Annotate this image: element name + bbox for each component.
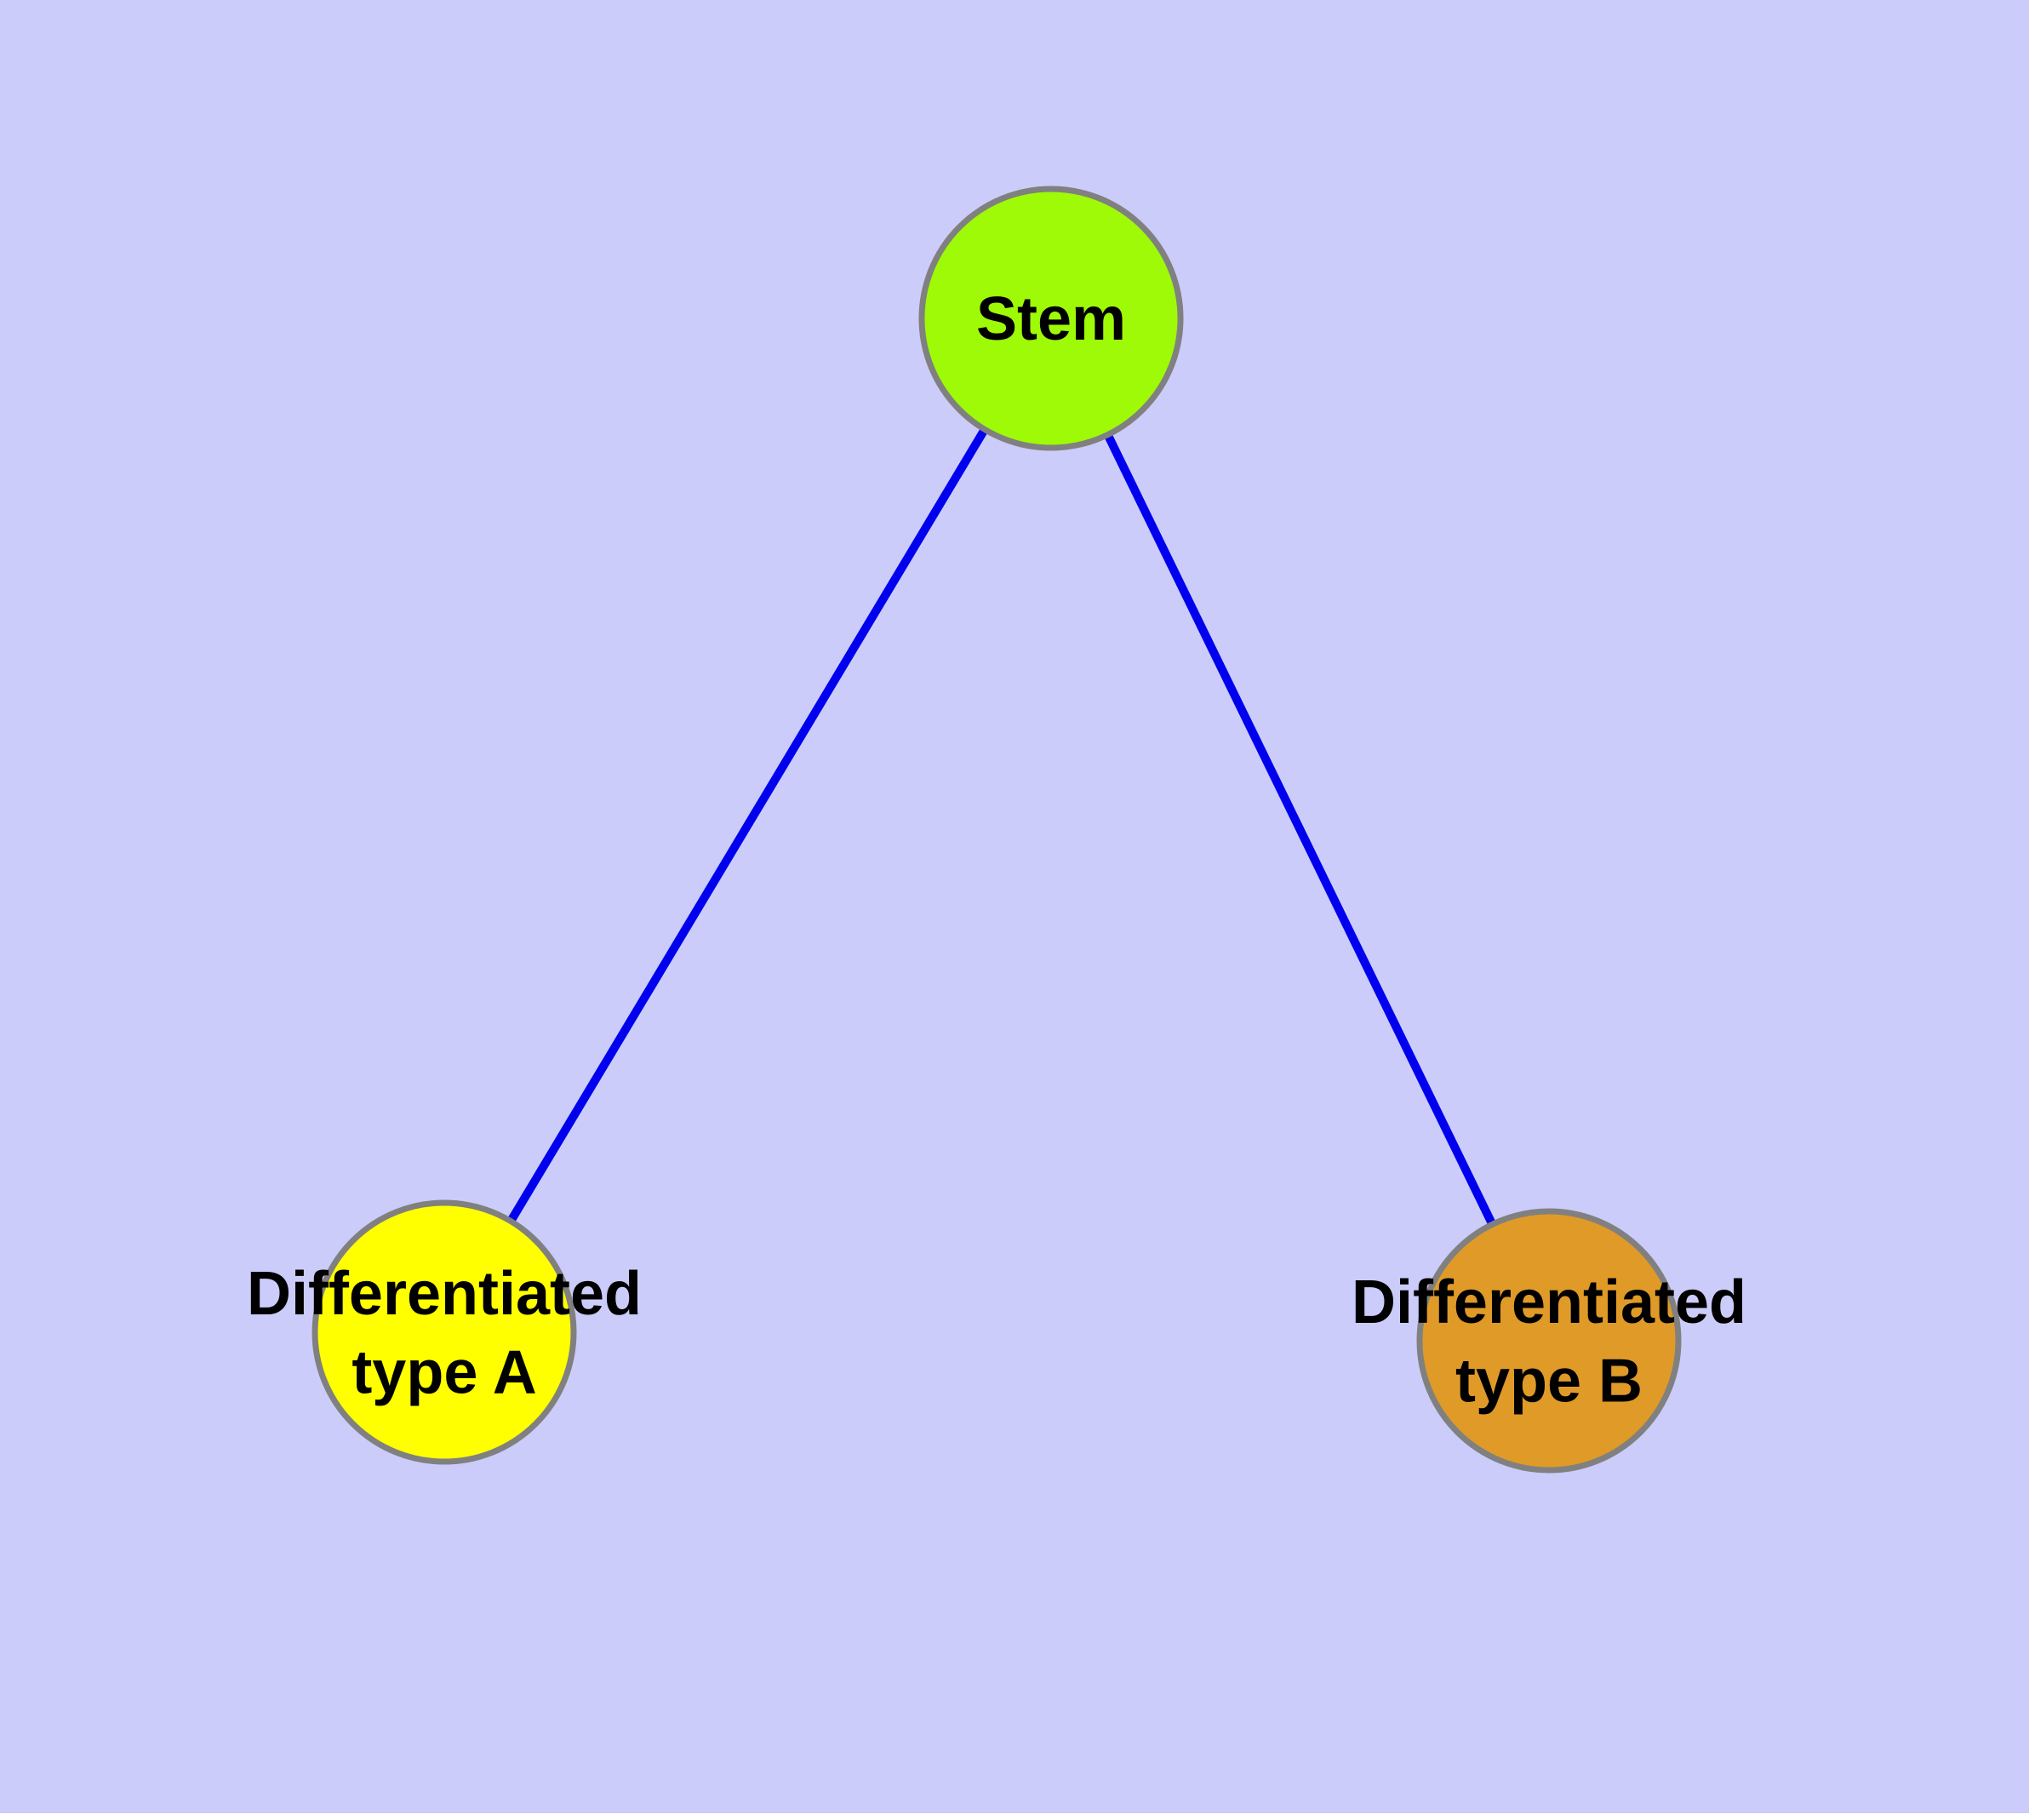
node-differentiated-type-b-label-line1: Differentiated [1352, 1268, 1746, 1336]
node-differentiated-type-a-label-line1: Differentiated [247, 1260, 642, 1328]
node-differentiated-type-a-label-line2: type A [352, 1338, 536, 1406]
node-differentiated-type-b[interactable] [1416, 1208, 1682, 1474]
node-differentiated-type-b-circle[interactable] [1416, 1208, 1682, 1474]
node-stem-label: Stem [976, 285, 1126, 353]
node-differentiated-type-a[interactable] [311, 1199, 577, 1465]
edge-stem-to-differentiated-type-b[interactable] [1047, 316, 1553, 1343]
node-differentiated-type-a-circle[interactable] [311, 1199, 577, 1465]
node-stem[interactable] [918, 186, 1184, 451]
edge-stem-to-differentiated-type-a[interactable] [440, 316, 1055, 1335]
node-differentiated-type-b-label-line2: type B [1455, 1347, 1643, 1415]
label-layer: Stem Differentiated type A Differentiate… [247, 285, 1746, 1415]
node-stem-circle[interactable] [918, 186, 1184, 451]
node-layer [311, 186, 1682, 1474]
edge-layer [440, 316, 1553, 1343]
